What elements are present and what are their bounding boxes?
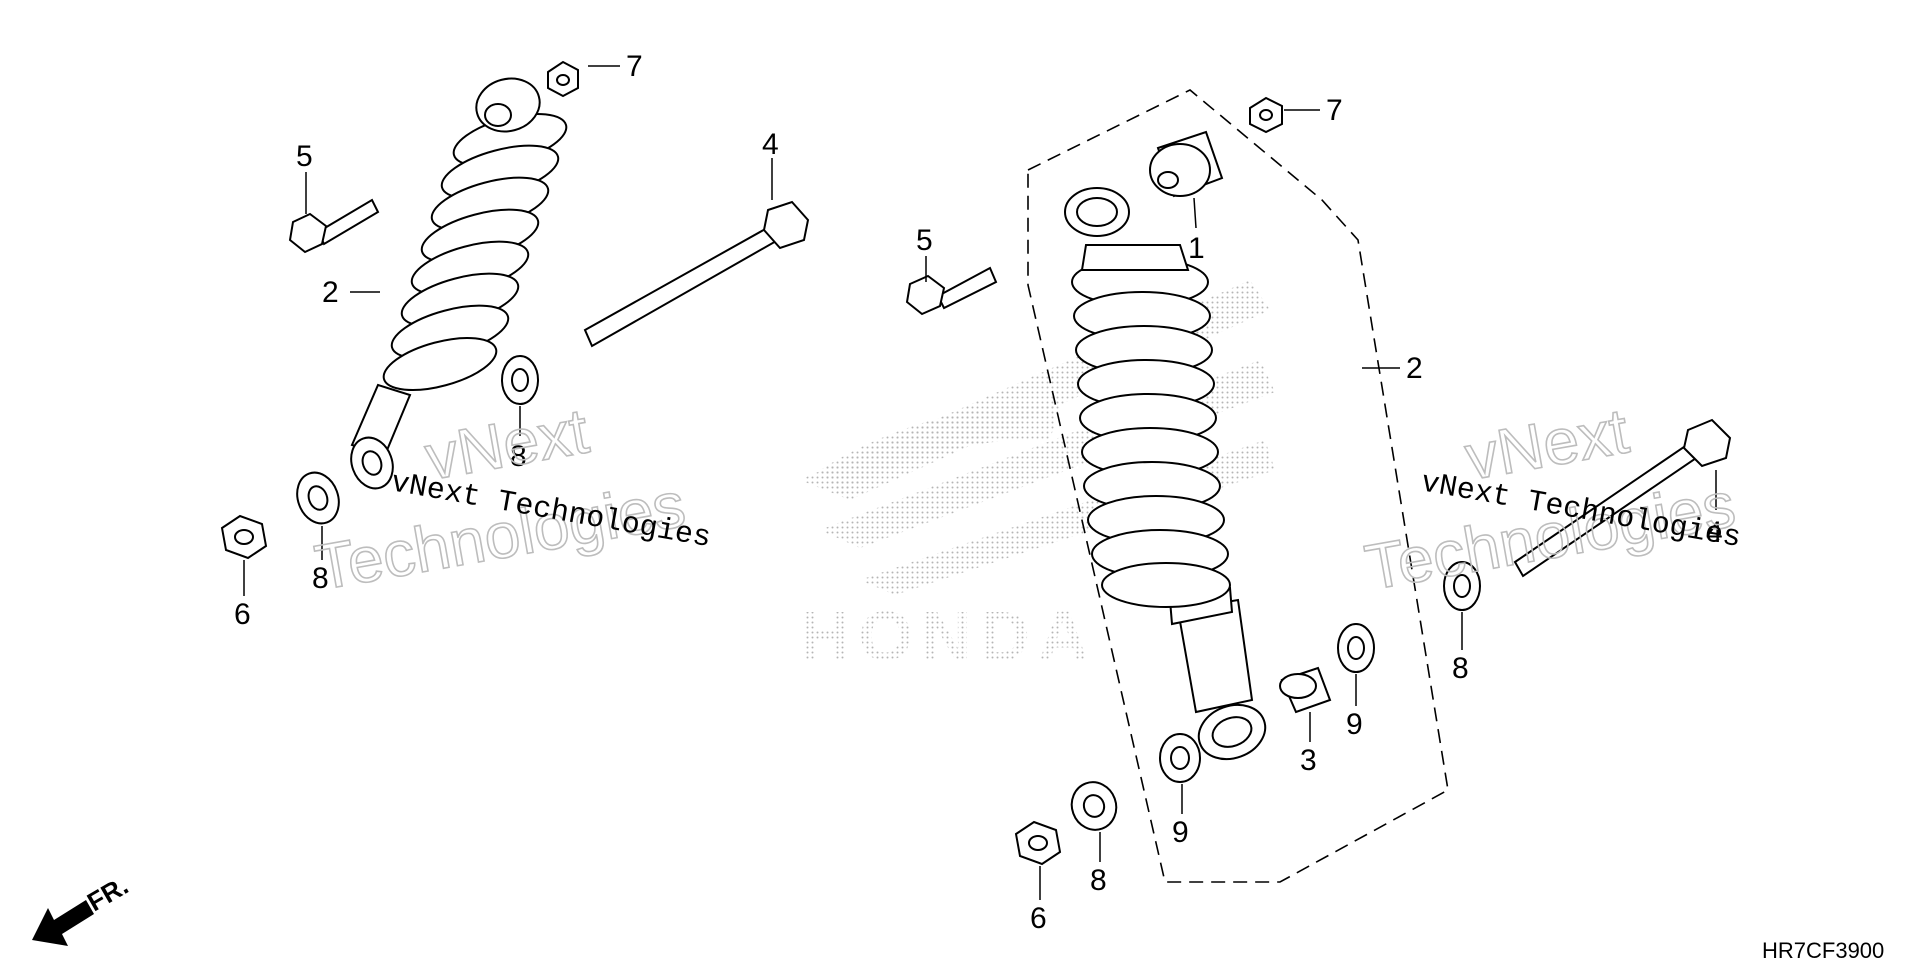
callout-right-9a: 9 [1346,708,1363,741]
left-shock-assembly [220,60,810,560]
callout-right-3: 3 [1300,744,1317,777]
honda-logo-text: HONDA [800,597,1097,675]
left-shock-absorber [350,77,568,490]
left-washer-8-upper [501,355,539,405]
callout-right-8a: 8 [1452,652,1469,685]
diagram-code: HR7CF3900 [1762,938,1884,960]
right-bushing-1 [1149,130,1224,198]
callout-right-7: 7 [1326,94,1343,127]
callout-right-5: 5 [916,224,933,257]
right-nut-6 [1014,820,1062,866]
right-bolt-5 [905,266,998,316]
watermark-right: vNext Technologies vNext Technologies [1359,394,1743,605]
callout-right-4: 4 [1706,516,1723,549]
right-nut-7 [1249,96,1283,134]
callout-right-2: 2 [1406,352,1423,385]
callout-right-8b: 8 [1090,864,1107,897]
right-washer-9-upper [1337,623,1375,673]
leader-lines [243,65,1717,900]
callout-right-1: 1 [1188,232,1205,265]
callout-left-8b: 8 [312,562,329,595]
right-collar-3 [1279,666,1332,714]
left-bolt-4 [583,200,810,348]
callout-left-5: 5 [296,140,313,173]
left-nut-7 [547,60,579,98]
arrow-down-left-icon [32,900,94,946]
callout-right-9b: 9 [1172,816,1189,849]
assembly-boundary [1027,89,1449,883]
callout-left-2: 2 [322,276,339,309]
right-washer-8-lower [1070,781,1118,831]
callout-left-8a: 8 [510,440,527,473]
callout-left-6: 6 [234,598,251,631]
callout-right-6: 6 [1030,902,1047,935]
right-shock-assembly [905,89,1732,883]
left-bolt-5 [288,198,380,254]
callouts: 5 2 7 4 8 8 6 5 7 1 2 4 8 9 3 9 8 6 [234,50,1723,935]
callout-left-7: 7 [626,50,643,83]
front-direction-indicator: FR. [32,870,133,946]
right-washer-9-lower [1159,733,1201,783]
right-bolt-4 [1513,418,1732,578]
left-washer-8-lower [296,471,340,525]
right-shock-absorber [1064,187,1267,761]
right-washer-8-side [1443,561,1481,611]
left-nut-6 [220,514,268,560]
callout-left-4: 4 [762,128,779,161]
